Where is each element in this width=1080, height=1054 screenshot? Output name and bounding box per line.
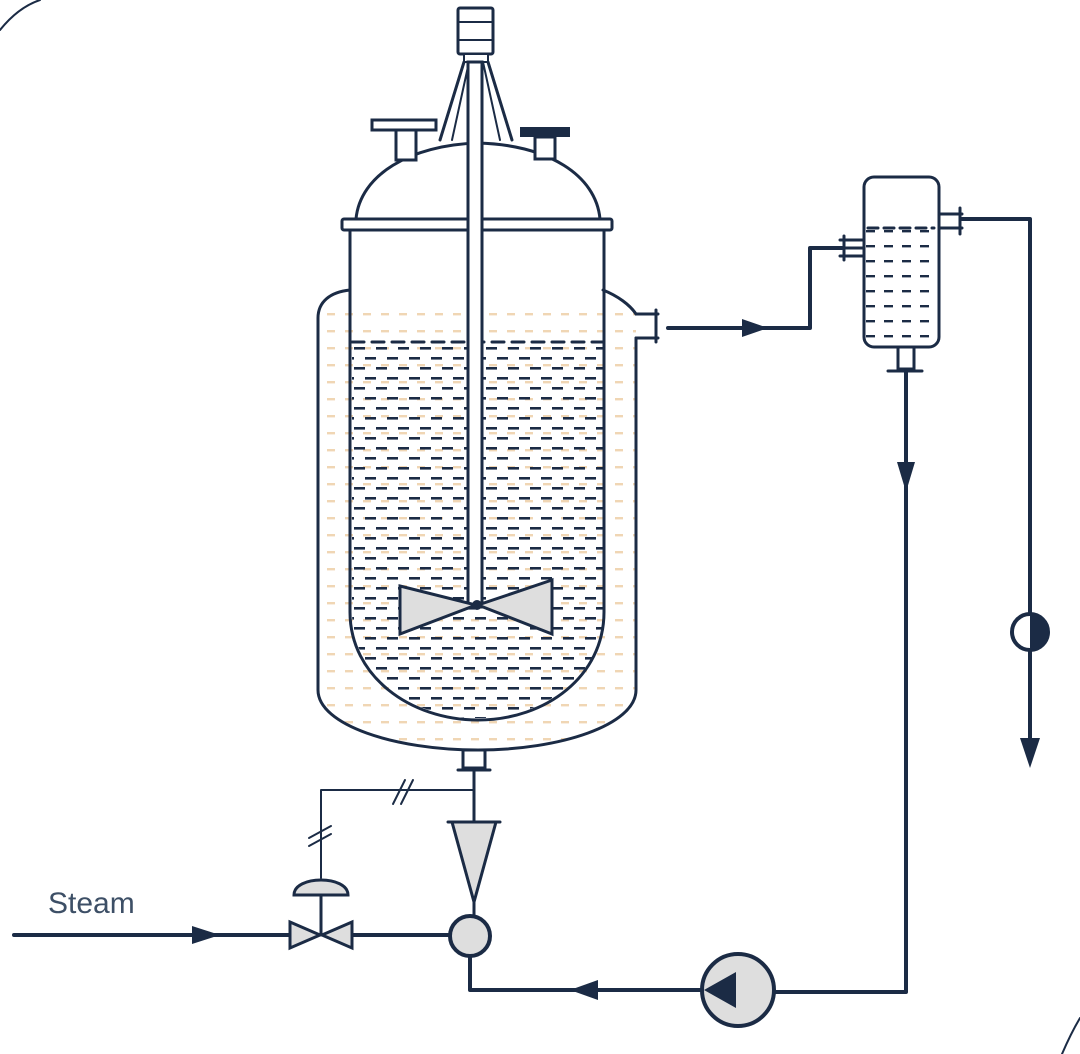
impeller — [398, 577, 554, 637]
steam-label: Steam — [48, 887, 135, 920]
reactor-vessel — [316, 6, 660, 802]
check-valve-right — [1010, 612, 1050, 652]
border-arc-top-left — [0, 0, 41, 31]
agitator-motor — [456, 6, 495, 63]
arrow-vapor-down — [1020, 738, 1040, 768]
control-signal-line — [308, 779, 475, 879]
arrow-pipe-right — [742, 319, 768, 337]
pipe-pump-to-mixer — [468, 956, 704, 992]
heating-jacket — [316, 288, 638, 752]
pipe-separator-liquid-return — [773, 369, 908, 994]
dome-nozzle-left — [370, 118, 438, 162]
jacket-outlet-nozzle — [634, 308, 660, 344]
arrow-return-left — [570, 980, 598, 1000]
agitator-shaft — [466, 60, 484, 609]
border-arc-bottom-right — [1061, 1017, 1080, 1054]
arrow-steam-right — [192, 926, 220, 944]
conical-strainer — [446, 798, 502, 918]
bottom-outlet-nozzle — [456, 748, 492, 802]
arrow-return-down — [897, 462, 915, 492]
steam-mixing-point — [448, 914, 492, 958]
pipe-reactor-to-separator — [666, 246, 844, 330]
inner-vessel — [348, 228, 606, 722]
separator — [838, 175, 964, 373]
dome-nozzle-right — [520, 127, 570, 161]
motor-support-frame — [438, 60, 514, 142]
circulation-pump — [700, 952, 776, 1028]
pipe-separator-vapor-outlet — [960, 217, 1032, 617]
steam-control-valve — [288, 878, 354, 951]
